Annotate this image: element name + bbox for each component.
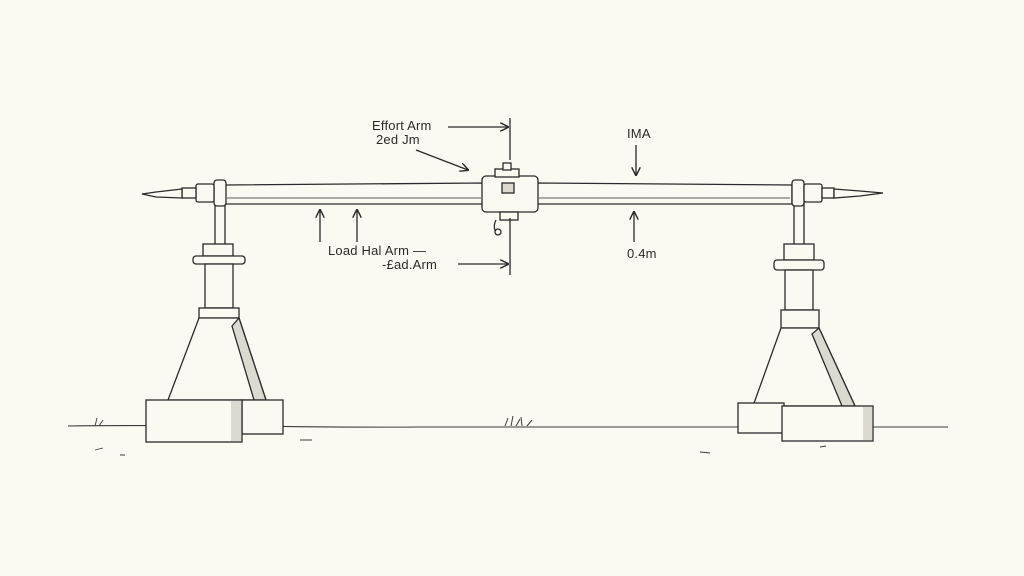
ima-label: IMA <box>627 126 651 141</box>
right-support-stand <box>737 199 874 442</box>
dimension-label: 0.4m <box>627 246 657 261</box>
left-support-stand <box>145 199 284 443</box>
annotation-lines <box>320 118 636 275</box>
effort-value-arrow <box>415 149 468 170</box>
lever-beam <box>141 162 884 236</box>
effort-value-label: 2ed Jm <box>376 132 420 147</box>
effort-arm-label: Effort Arm <box>372 118 432 133</box>
load-arm-label: Load Hal Arm — <box>328 243 427 258</box>
load-value-label: -£ad.Arm <box>382 257 438 272</box>
